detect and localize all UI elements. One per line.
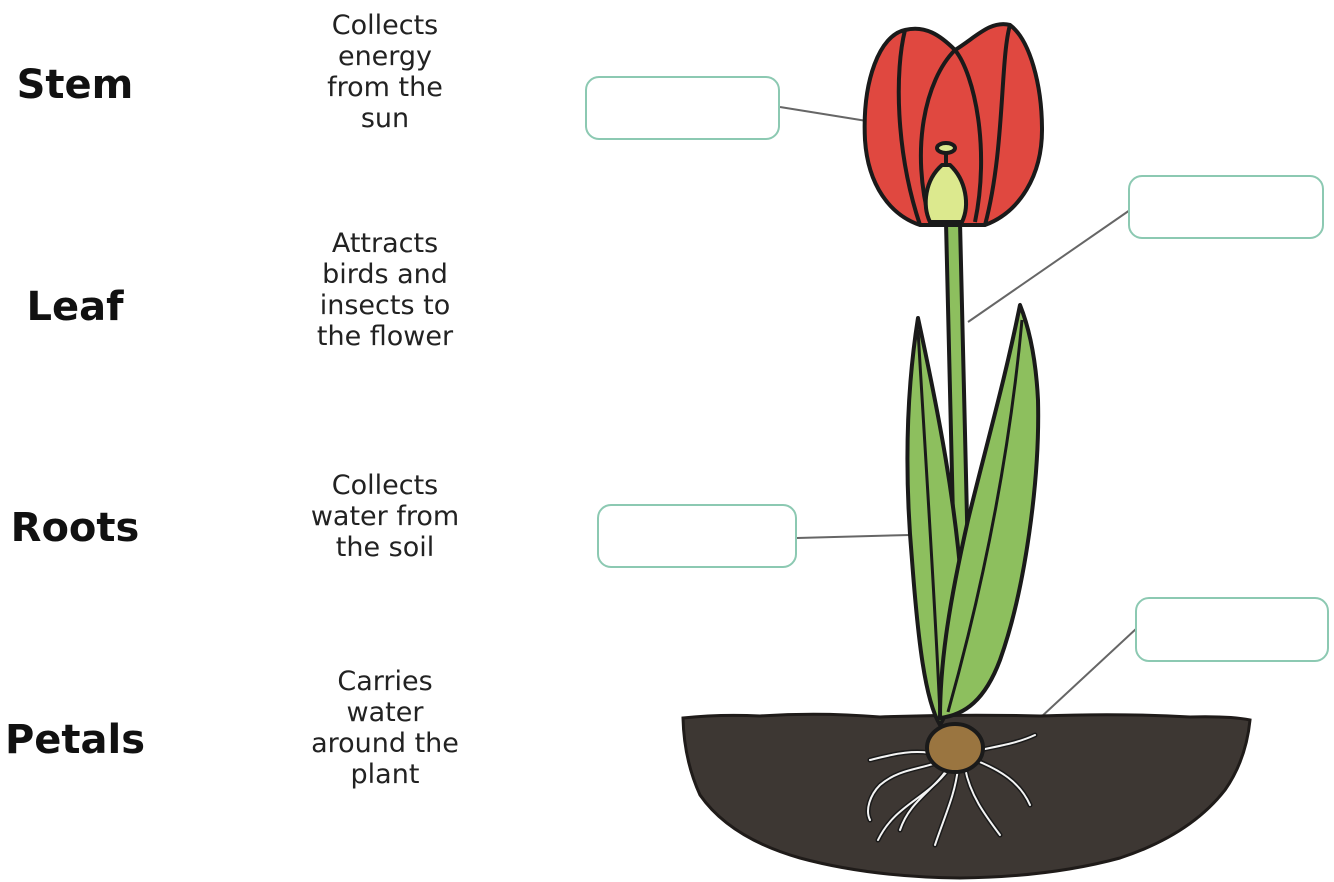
bulb-illustration: [927, 724, 983, 772]
leader-line-stem: [968, 210, 1130, 322]
label-box-leaf[interactable]: [597, 504, 797, 568]
leader-line-petals: [780, 107, 873, 122]
tulip-flower-illustration: [865, 24, 1042, 225]
label-box-stem[interactable]: [1128, 175, 1324, 239]
label-box-soil[interactable]: [1135, 597, 1329, 662]
leader-line-leaf: [797, 535, 910, 538]
label-box-petals[interactable]: [585, 76, 780, 140]
leader-line-soil: [1040, 628, 1137, 718]
